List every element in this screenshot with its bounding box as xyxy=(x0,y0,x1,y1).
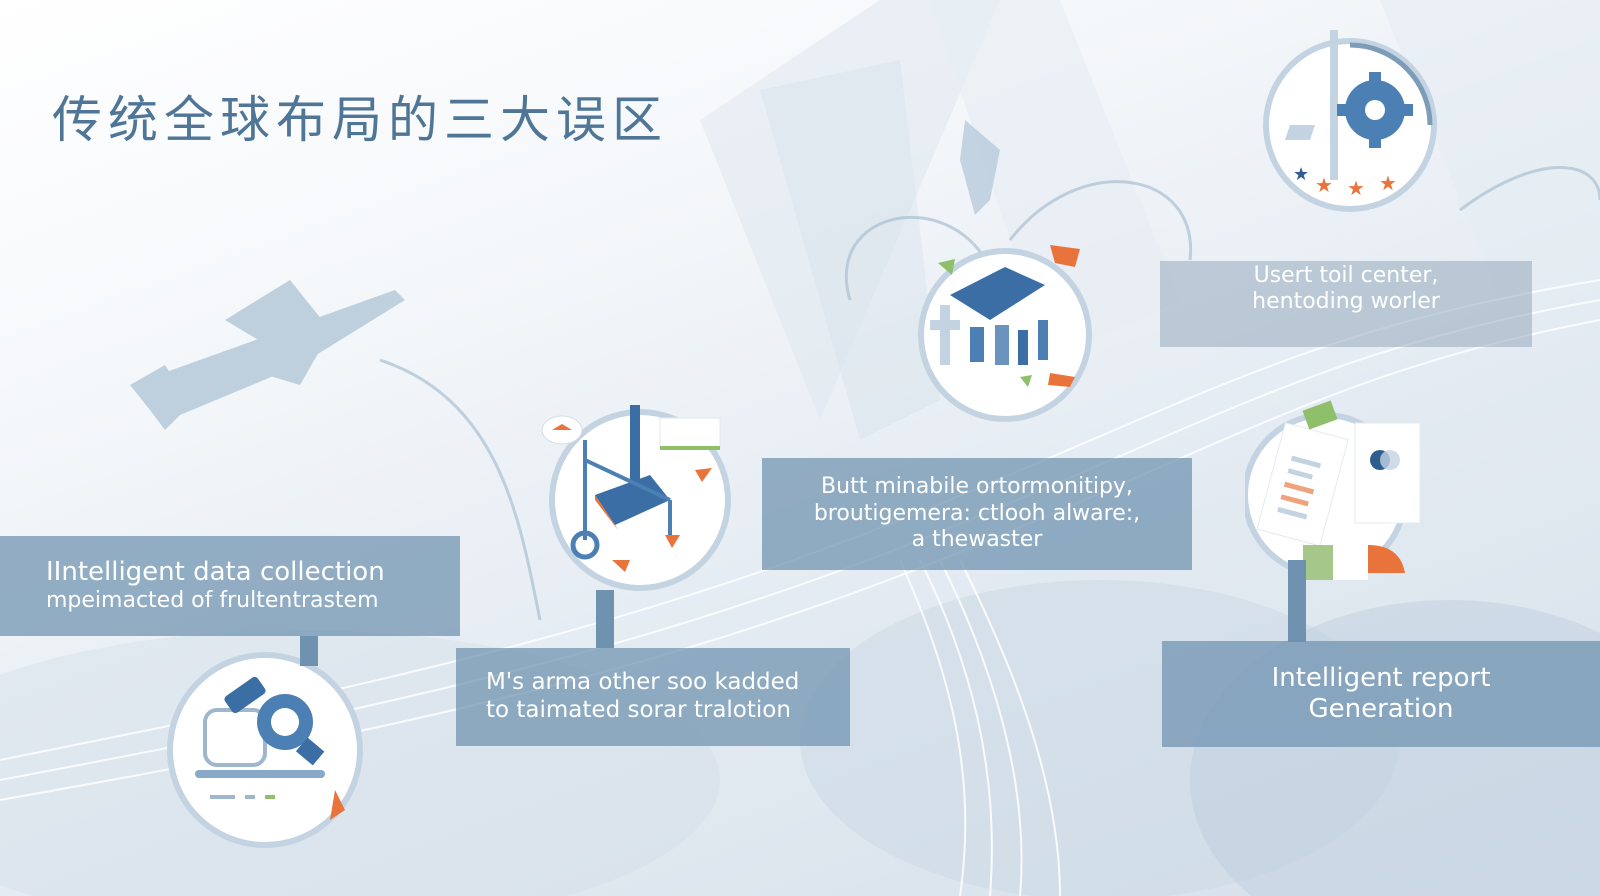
panel-data-collection-line-2: mpeimacted of frultentrastem xyxy=(46,588,379,614)
book-robot-arm-icon xyxy=(541,405,731,591)
gear-icon xyxy=(1337,72,1413,148)
panel-automation-line-2: to taimated sorar tralotion xyxy=(486,697,791,723)
building-icon xyxy=(918,245,1092,422)
panel-monitoring-line-2: broutigemera: ctlooh alware:, xyxy=(813,500,1141,526)
panel-automation: M's arma other soo kadded to taimated so… xyxy=(456,648,850,746)
panel-report-generation-line-2: Generation xyxy=(1308,694,1454,724)
panel-report-generation: Intelligent report Generation xyxy=(1162,641,1600,747)
connector-bar xyxy=(300,636,318,666)
panel-data-collection: IIntelligent data collection mpeimacted … xyxy=(0,536,460,636)
panel-user-center: Usert toil center, hentoding worler xyxy=(1160,261,1532,347)
svg-text:★: ★ xyxy=(1315,173,1333,197)
panel-user-center-line-1: Usert toil center, xyxy=(1253,263,1439,288)
panel-data-collection-line-1: IIntelligent data collection xyxy=(46,557,385,588)
slide-title: 传统全球布局的三大误区 xyxy=(52,91,668,149)
panel-monitoring-line-3: a thewaster xyxy=(911,527,1043,553)
airplane-icon xyxy=(130,280,405,430)
panel-monitoring-line-1: Butt minabile ortormonitipy, xyxy=(821,474,1133,500)
panel-monitoring: Butt minabile ortormonitipy, broutigemer… xyxy=(762,458,1192,570)
document-magnifier-icon xyxy=(167,652,363,848)
gear-rating-icon: ★ ★ ★ ★ xyxy=(1263,30,1437,212)
panel-automation-line-1: M's arma other soo kadded xyxy=(486,669,800,696)
svg-text:★: ★ xyxy=(1379,171,1397,195)
connector-bar xyxy=(1288,560,1306,642)
svg-text:★: ★ xyxy=(1347,176,1365,200)
panel-user-center-line-2: hentoding worler xyxy=(1252,289,1440,315)
report-document-icon xyxy=(1245,400,1421,580)
connector-bar xyxy=(596,590,614,648)
svg-text:★: ★ xyxy=(1293,164,1309,185)
panel-report-generation-line-1: Intelligent report xyxy=(1271,662,1491,693)
